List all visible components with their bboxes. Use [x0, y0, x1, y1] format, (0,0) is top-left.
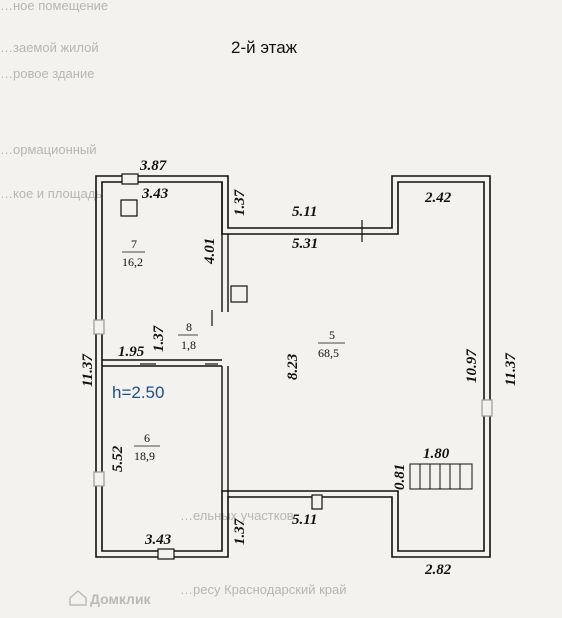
background-text: …ное помещение …заемой жилой …ровое здан… [0, 0, 347, 597]
dim-right-inner: 10.97 [464, 349, 480, 383]
vent-room7 [120, 199, 138, 217]
dim-wall-137-top: 1.37 [232, 189, 248, 216]
dim-top-outer: 3.87 [139, 158, 167, 174]
page-title: 2-й этаж [231, 38, 298, 57]
dim-stair-081: 0.81 [392, 464, 408, 490]
bg-text-3: …ровое здание [0, 66, 94, 81]
room-7-area: 16,2 [122, 255, 143, 269]
room-7-number: 7 [131, 237, 137, 251]
dimension-labels: 3.87 3.43 5.11 5.31 2.42 1.95 1.80 3.43 … [80, 158, 519, 578]
bg-text-6: …ельных участков [180, 508, 294, 523]
room-labels: 7 16,2 8 1,8 5 68,5 6 18,9 [122, 237, 345, 463]
dim-vertical-401: 4.01 [202, 238, 218, 265]
door-marks [140, 220, 363, 365]
room-8-number: 8 [186, 320, 192, 334]
bg-text-2: …заемой жилой [0, 40, 99, 55]
dim-bottom-right: 2.82 [424, 562, 452, 578]
dim-wall-137-bottom: 1.37 [232, 518, 248, 545]
dim-left-552: 5.52 [110, 445, 126, 472]
ceiling-height-label: h=2.50 [112, 383, 164, 402]
dim-corridor-bottom: 5.31 [292, 236, 318, 252]
dim-195: 1.95 [118, 344, 145, 360]
dim-bottom-511: 5.11 [292, 512, 317, 528]
dim-top-inner-room7: 3.43 [141, 186, 169, 202]
room-5-area: 68,5 [318, 346, 339, 360]
dim-right-outer: 11.37 [503, 353, 519, 386]
staircase [409, 463, 473, 490]
watermark: Домклик [69, 590, 152, 607]
bg-text-7: …ресу Краснодарский край [180, 582, 347, 597]
bg-text-4: …ормационный [0, 142, 97, 157]
dim-left-outer: 11.37 [80, 354, 96, 387]
watermark-text: Домклик [90, 591, 152, 607]
room-6-number: 6 [144, 431, 150, 445]
room-8-area: 1,8 [181, 338, 196, 352]
openings [93, 173, 493, 560]
watermark-logo [69, 590, 87, 606]
room-6-area: 18,9 [134, 449, 155, 463]
dim-wall-137-mid: 1.37 [151, 325, 167, 352]
dim-top-right: 2.42 [424, 190, 452, 206]
dim-stair-180: 1.80 [423, 446, 450, 462]
dim-center-823: 8.23 [285, 353, 301, 380]
dim-corridor-top: 5.11 [292, 204, 317, 220]
bg-text-1: …ное помещение [0, 0, 108, 13]
vent-room5 [230, 285, 248, 303]
bg-text-5: …кое и площадь [0, 186, 102, 201]
room-5-number: 5 [329, 328, 335, 342]
interior-walls [102, 182, 229, 497]
dim-bottom-room6: 3.43 [144, 532, 172, 548]
